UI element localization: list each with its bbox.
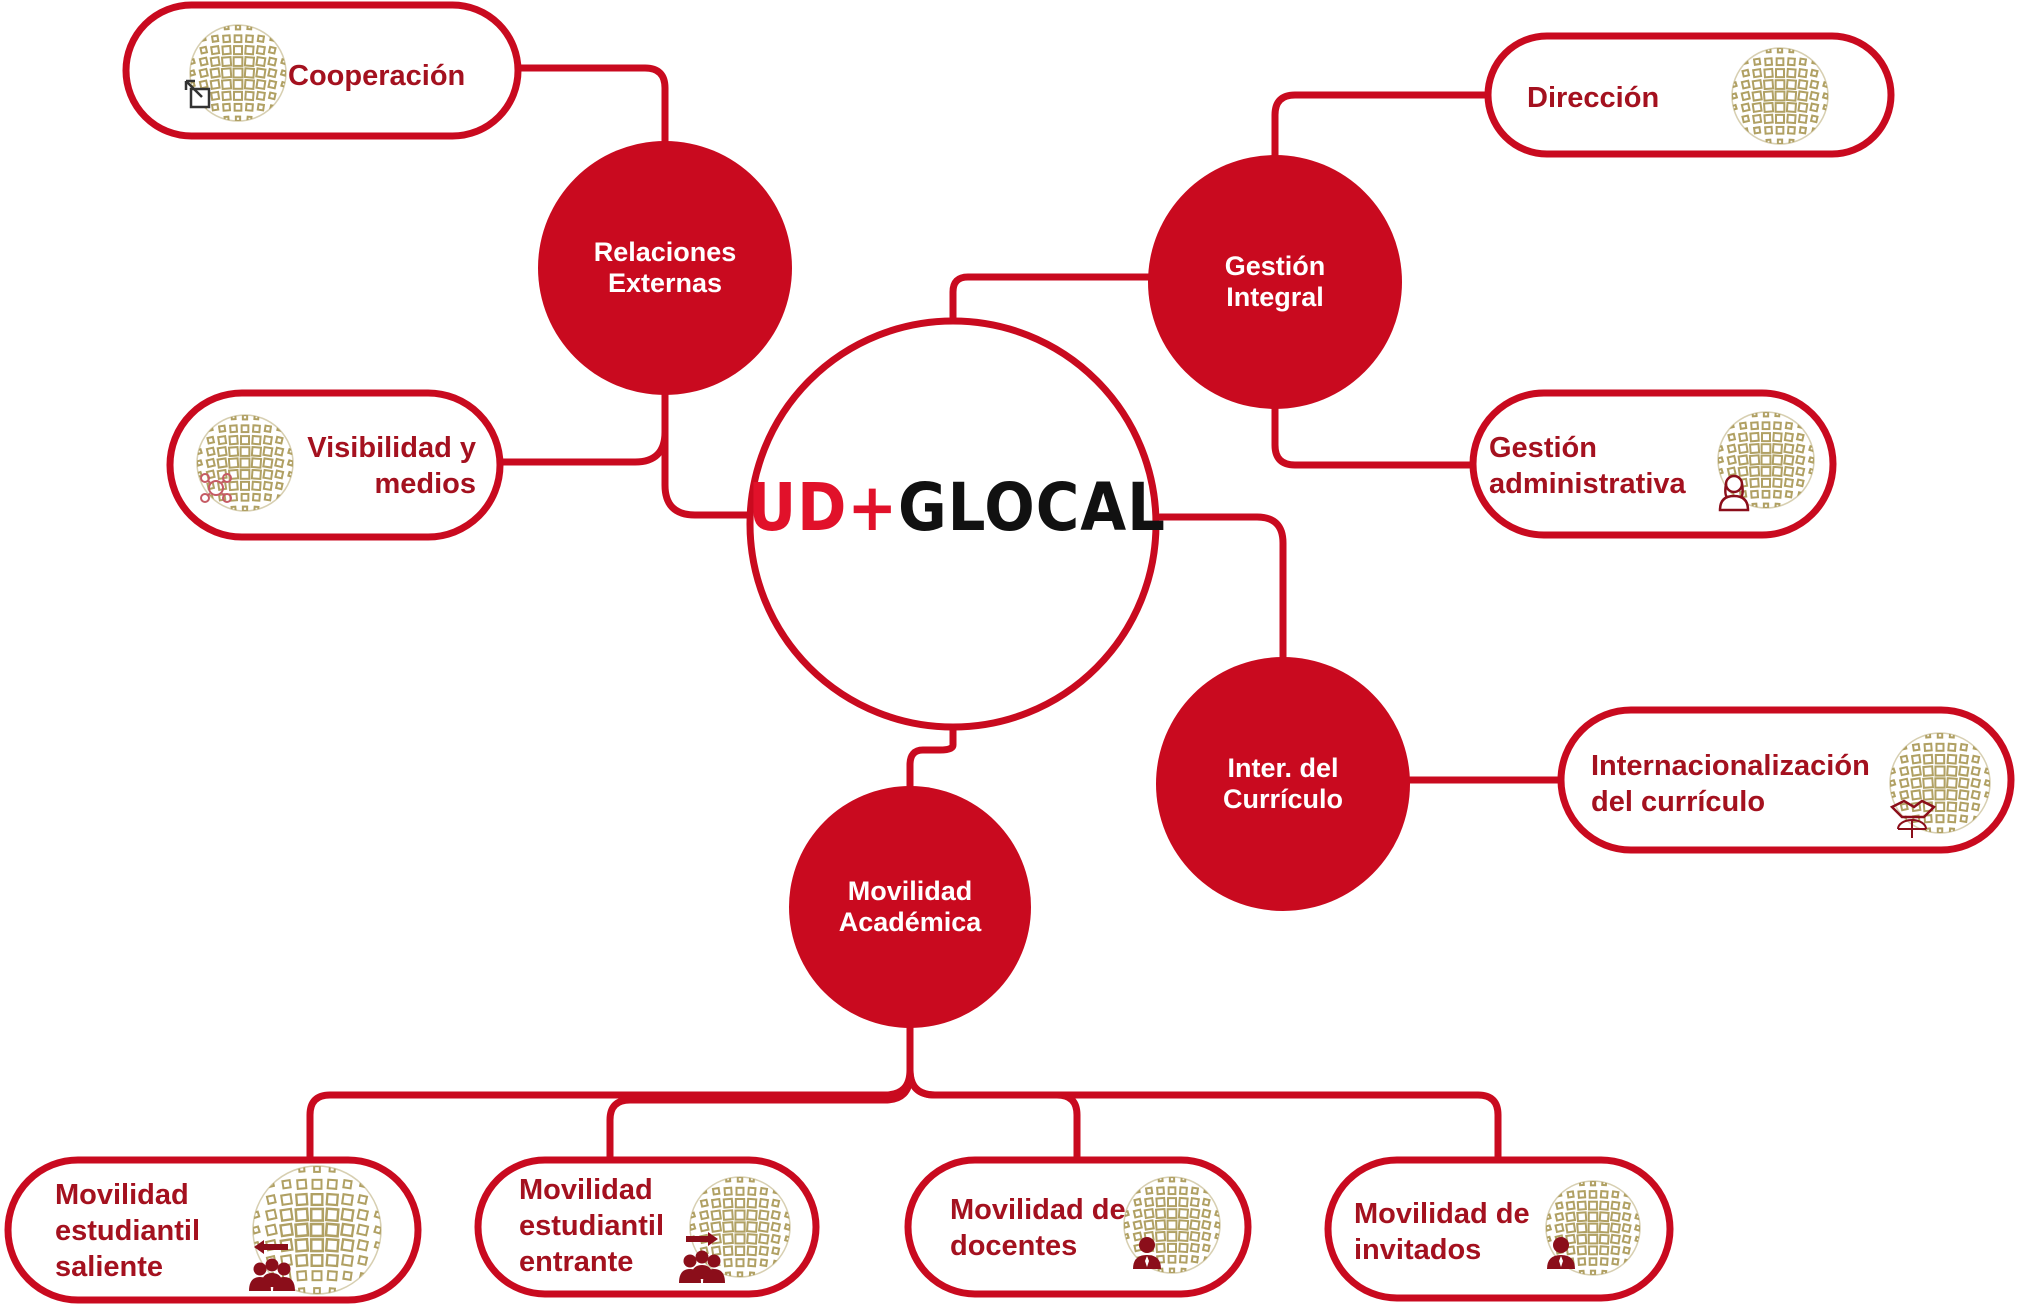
hub-gestion [1148, 155, 1402, 409]
globe-icon [1731, 47, 1829, 145]
pill-label-entrante: Movilidad estudiantil entrante [519, 1172, 664, 1280]
hub-label-line: Currículo [1222, 784, 1343, 814]
pill-label-gestion-administrativa: Gestión administrativa [1489, 430, 1686, 502]
icon-layer [184, 79, 1937, 1291]
person-icon [1133, 1237, 1161, 1269]
pill-label-line: docentes [950, 1230, 1078, 1262]
pill-label-line: Internacionalización [1591, 750, 1870, 782]
pill-label-line: Visibilidad y [307, 432, 476, 464]
pill-label-line: entrante [519, 1246, 634, 1278]
hub-label-line: Movilidad [847, 876, 973, 906]
hub-layer [538, 141, 1410, 1028]
hub-label-line: Gestión [1224, 251, 1326, 281]
hub-movilidad [789, 786, 1031, 1028]
connector-line [949, 273, 1152, 325]
hub-label-line: Externas [607, 268, 723, 298]
hub-curriculo [1156, 657, 1410, 911]
pill-label-line: Movilidad [55, 1179, 189, 1211]
pill-label-internacionalizacion: Internacionalización del currículo [1591, 748, 1870, 820]
connector-line [496, 391, 669, 466]
pill-label-line: del currículo [1591, 786, 1766, 818]
network-icon [200, 473, 232, 503]
group-arrow-left-icon [249, 1240, 295, 1291]
globe-icon [196, 414, 294, 512]
connectors [306, 64, 1565, 1164]
pill-label-line: estudiantil [55, 1215, 201, 1247]
pill-label-line: Dirección [1527, 82, 1660, 114]
pill-label-line: saliente [55, 1251, 163, 1283]
group-arrow-right-icon [679, 1232, 725, 1283]
pill-label-line: Gestión [1489, 432, 1597, 464]
hub-label-line: Relaciones [593, 237, 737, 267]
center-node [746, 317, 1160, 731]
person-icon [1547, 1237, 1575, 1269]
globe-layer [189, 24, 1991, 1295]
globe-icon [689, 1176, 791, 1278]
pill-label-cooperacion: Cooperación [288, 58, 465, 94]
connector-line [906, 1024, 1502, 1164]
connector-line [606, 1024, 914, 1164]
hub-label-line: Académica [838, 907, 982, 937]
connector-line [514, 64, 669, 145]
pill-label-line: Movilidad [519, 1174, 653, 1206]
pill-label-visibilidad: Visibilidad y medios [307, 430, 476, 502]
connector-line [906, 723, 957, 790]
hub-label-line: Inter. del [1227, 753, 1339, 783]
logo-ud: UD+ [748, 468, 899, 546]
handshake-globe-icon [1889, 799, 1937, 838]
external-link-icon [184, 79, 211, 109]
connector-line [1271, 91, 1492, 159]
pill-label-line: administrativa [1489, 468, 1686, 500]
pill-label-saliente: Movilidad estudiantil saliente [55, 1177, 200, 1285]
connector-line [1271, 405, 1477, 469]
ud-glocal-logo: UD+ GLOCAL [748, 468, 1165, 546]
pill-label-line: Movilidad de [1354, 1198, 1530, 1230]
pill-label-line: Movilidad de [950, 1194, 1126, 1226]
connector-line [1156, 513, 1287, 661]
woman-user-icon [1718, 474, 1750, 512]
globe-icon [1889, 732, 1991, 834]
pill-label-docentes: Movilidad de docentes [950, 1192, 1126, 1264]
pill-label-line: estudiantil [519, 1210, 665, 1242]
pill-label-line: medios [374, 468, 476, 500]
globe-icon [1545, 1180, 1641, 1276]
pill-label-line: Cooperación [288, 60, 466, 92]
globe-icon [189, 24, 287, 122]
pill-label-invitados: Movilidad de invitados [1354, 1196, 1530, 1268]
pill-label-line: invitados [1354, 1234, 1482, 1266]
logo-glocal: GLOCAL [898, 468, 1166, 546]
globe-icon [1717, 411, 1815, 509]
pill-label-direccion: Dirección [1527, 80, 1659, 116]
hub-label-line: Integral [1226, 282, 1324, 312]
connector-line [661, 391, 754, 519]
hub-relaciones [538, 141, 792, 395]
